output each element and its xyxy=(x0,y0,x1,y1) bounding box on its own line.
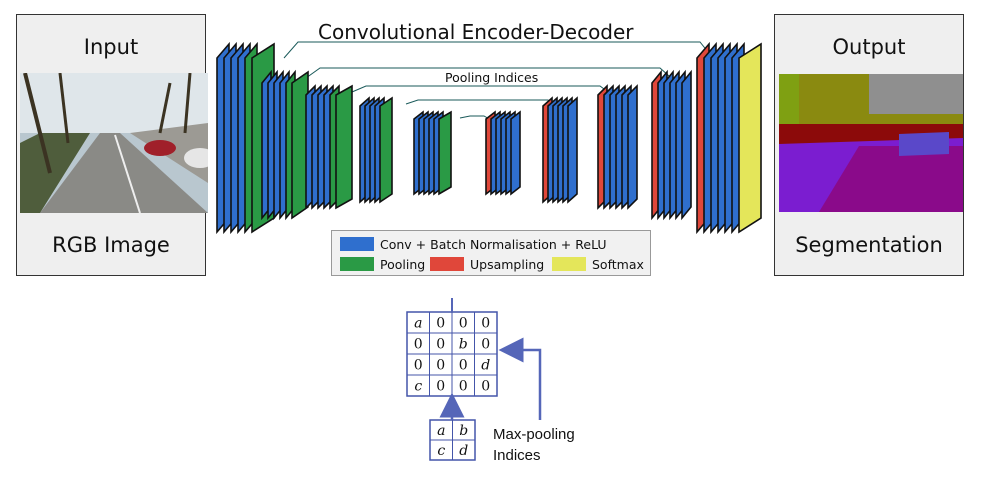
legend-swatch-softmax xyxy=(552,257,586,271)
matrix-cell: 0 xyxy=(414,358,423,374)
pooling-index-arrow-3 xyxy=(405,99,564,112)
matrix-cell: c xyxy=(414,379,422,395)
encoder-decoder-title: Convolutional Encoder-Decoder xyxy=(318,20,634,44)
max-pooling-label: Max-pooling Indices xyxy=(493,424,575,466)
legend-item-softmax: Softmax xyxy=(552,256,644,272)
legend-label-conv: Conv + Batch Normalisation + ReLU xyxy=(380,236,607,252)
output-segmentation-image xyxy=(779,74,963,212)
input-title: Input xyxy=(83,35,139,59)
pooling-index-arrow-0 xyxy=(283,41,718,64)
layer-conv-b8-5 xyxy=(681,69,692,221)
pooling-index-arrow-2 xyxy=(351,85,618,100)
legend-swatch-pooling xyxy=(340,257,374,271)
matrix-cell: 0 xyxy=(436,379,445,395)
layer-softmax-b9-6 xyxy=(738,42,762,234)
matrix-cell: 0 xyxy=(481,337,490,353)
pooling-indices-label: Pooling Indices xyxy=(445,70,539,85)
matrix-cell: d xyxy=(459,443,468,459)
matrix-cell: 0 xyxy=(436,358,445,374)
matrix-cell: a xyxy=(437,423,445,439)
max-pooling-label-line1: Max-pooling xyxy=(493,426,575,443)
layer-conv-b7-5 xyxy=(627,84,638,210)
matrix-cell: b xyxy=(459,337,468,353)
layer-pooling-b3-4 xyxy=(379,96,393,204)
matrix-cell: 0 xyxy=(436,316,445,332)
legend-label-upsampling: Upsampling xyxy=(470,256,545,272)
output-caption: Segmentation xyxy=(795,233,943,257)
max-pooling-label-line2: Indices xyxy=(493,447,541,464)
indices-arrow xyxy=(498,337,542,420)
legend-item-upsampling: Upsampling xyxy=(430,256,544,272)
matrix-cell: a xyxy=(414,316,422,332)
matrix-cell: 0 xyxy=(436,337,445,353)
matrix-cell: 0 xyxy=(414,337,423,353)
legend-swatch-upsampling xyxy=(430,257,464,271)
matrix-cell: d xyxy=(481,358,490,374)
network-layers xyxy=(216,41,762,235)
legend-item-conv: Conv + Batch Normalisation + ReLU xyxy=(340,236,607,252)
input-caption: RGB Image xyxy=(52,233,170,257)
matrix-cell: b xyxy=(459,423,468,439)
layer-pooling-b4-5 xyxy=(438,110,452,196)
output-panel: Output Segmentation xyxy=(774,14,964,276)
matrix-cell: 0 xyxy=(459,358,468,374)
matrix-cell: 0 xyxy=(459,379,468,395)
legend-swatch-conv xyxy=(340,237,374,251)
legend-item-pooling: Pooling xyxy=(340,256,425,272)
matrix-cell: 0 xyxy=(481,316,490,332)
input-rgb-image xyxy=(20,73,208,213)
matrix-cell: c xyxy=(437,443,445,459)
legend-label-pooling: Pooling xyxy=(380,256,426,272)
layer-pooling-b2-5 xyxy=(335,84,353,210)
pooling-index-arrow-1 xyxy=(305,67,680,86)
matrix-cell: 0 xyxy=(481,379,490,395)
output-title: Output xyxy=(832,35,906,59)
matrix-cell: 0 xyxy=(459,316,468,332)
layer-conv-b6-5 xyxy=(567,96,578,204)
legend-label-softmax: Softmax xyxy=(592,256,644,272)
layer-conv-b5-5 xyxy=(510,110,521,196)
legend: Conv + Batch Normalisation + ReLU Poolin… xyxy=(331,230,651,276)
input-panel: Input RGB Image xyxy=(16,14,208,276)
